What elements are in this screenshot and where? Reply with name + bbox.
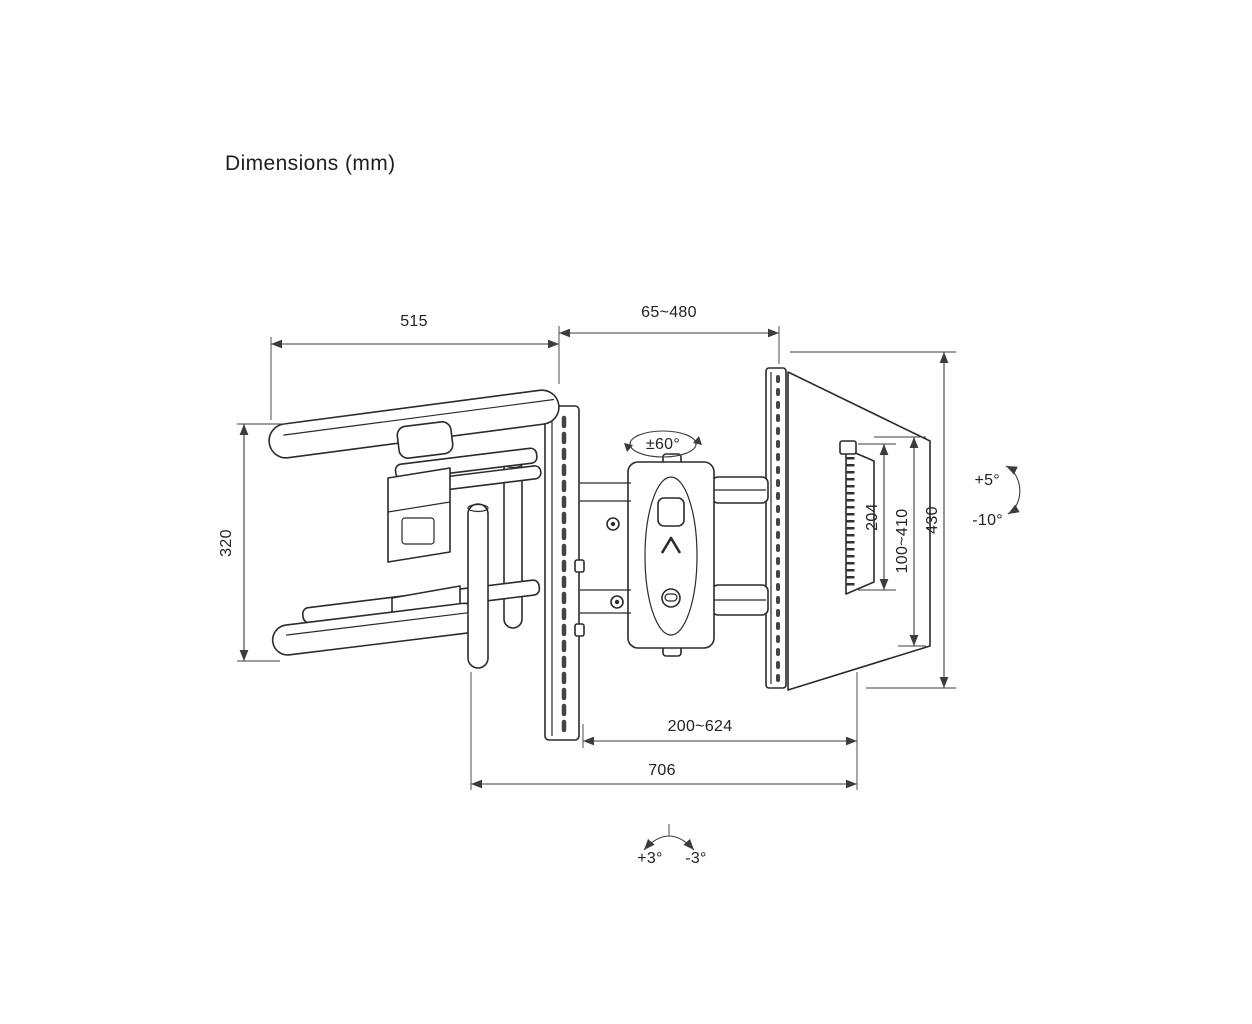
dim-tilt-range: +5° -10° xyxy=(972,465,1021,529)
ratchet-bracket xyxy=(839,440,875,595)
vesa-rail-mid xyxy=(544,405,585,741)
head-dial xyxy=(661,588,681,608)
pivot-post xyxy=(503,459,523,629)
bolt-top xyxy=(606,517,620,531)
dim-vesa-width-range: 200~624 xyxy=(582,672,858,748)
dim-overall-width: 706 xyxy=(470,672,858,790)
dim-level-adjust: +3° -3° xyxy=(637,824,707,867)
arm-top-elbow xyxy=(396,421,454,459)
dim-wall-plate-height: 320 xyxy=(218,423,286,662)
front-pivot-bar xyxy=(467,503,489,669)
dim-vesa-height-range: 100~410 xyxy=(874,436,926,647)
dim-label-level-minus: -3° xyxy=(685,850,707,867)
dim-label-tilt-up: +5° xyxy=(974,472,1000,489)
arm-right-top xyxy=(711,476,769,504)
tv-rail-right xyxy=(765,367,787,689)
mount-head-unit xyxy=(627,453,715,657)
dim-label-100-410: 100~410 xyxy=(894,509,911,574)
dim-label-320: 320 xyxy=(218,529,235,557)
up-arrow-icon xyxy=(660,536,682,554)
dim-label-515: 515 xyxy=(400,313,428,330)
wall-arm-assembly xyxy=(268,389,560,669)
dim-label-swivel: ±60° xyxy=(646,436,680,453)
dim-overall-height: 430 xyxy=(790,351,956,689)
dim-extension-range: 65~480 xyxy=(559,304,780,364)
bolt-bottom xyxy=(610,595,624,609)
dim-bracket-height: 204 xyxy=(858,443,896,591)
tv-panel xyxy=(787,371,931,691)
mount-parts xyxy=(268,367,931,741)
dim-label-65-480: 65~480 xyxy=(641,304,697,321)
dim-label-200-624: 200~624 xyxy=(668,718,733,735)
dim-arm-length: 515 xyxy=(270,313,560,420)
dim-label-level-plus: +3° xyxy=(637,850,663,867)
dim-swivel-range: ±60° xyxy=(624,430,702,458)
dim-label-430: 430 xyxy=(924,506,941,534)
dim-label-tilt-down: -10° xyxy=(972,512,1003,529)
dim-label-204: 204 xyxy=(864,503,881,531)
wall-bracket xyxy=(387,467,451,563)
arm-right-bottom xyxy=(711,584,769,616)
dim-label-706: 706 xyxy=(648,762,676,779)
dimension-annotations: 515 65~480 320 ±60° xyxy=(218,304,1021,867)
arm-links-center xyxy=(580,482,631,614)
head-window xyxy=(657,497,685,527)
page-title: Dimensions (mm) xyxy=(225,152,396,175)
